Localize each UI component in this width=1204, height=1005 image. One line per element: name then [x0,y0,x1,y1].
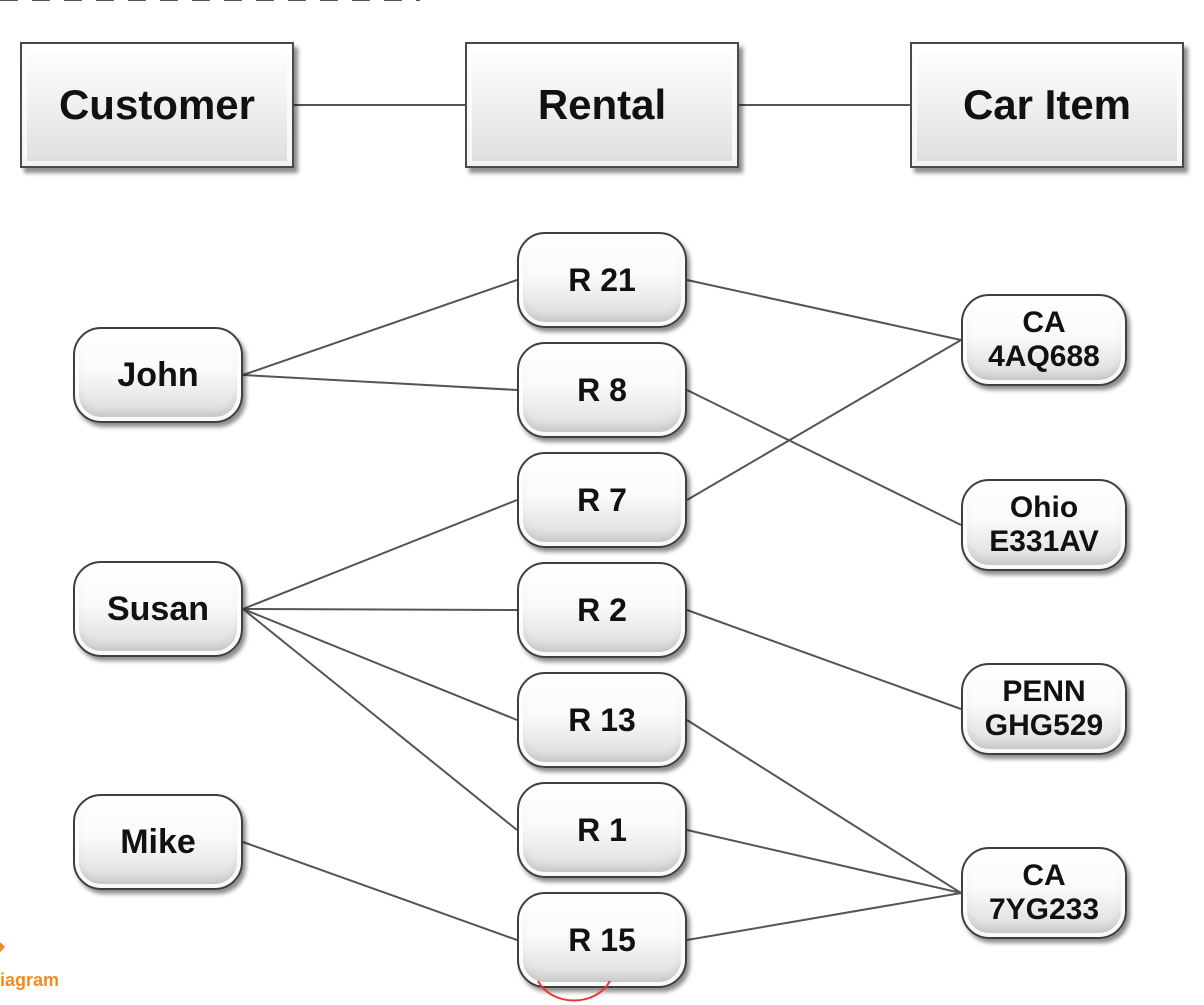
link-r1-ca7yg233 [686,829,962,894]
rental-node-r2: R 2 [517,562,687,658]
car-node-ca-7yg233: CA 7YG233 [961,847,1127,939]
entity-customer: Customer [20,42,294,168]
rental-label-r15: R 15 [568,921,636,958]
car-label-ca-4aq688: CA 4AQ688 [988,306,1100,374]
entity-rental: Rental [465,42,739,168]
car-line2-ohio-e331av: E331AV [989,525,1099,558]
rental-node-r15: R 15 [517,892,687,988]
link-john-r21 [242,279,518,376]
link-r13-ca7yg233 [686,719,962,894]
link-r8-ohioe331av [686,389,962,526]
link-r21-ca4aq688 [686,279,962,341]
link-r15-ca7yg233 [686,892,962,941]
rental-node-r21: R 21 [517,232,687,328]
link-susan-r2 [242,608,518,611]
brand-text: iagram [0,970,60,990]
customer-node-susan: Susan [73,561,243,657]
customer-label-mike: Mike [120,822,196,861]
car-line1-penn-ghg529: PENN [1002,675,1086,708]
car-label-ohio-e331av: Ohio E331AV [989,491,1099,559]
link-susan-r1 [242,608,518,831]
customer-node-mike: Mike [73,794,243,890]
link-susan-r13 [242,608,518,721]
rental-label-r8: R 8 [577,371,627,408]
rental-node-r1: R 1 [517,782,687,878]
brand-diamond-icon [0,939,6,955]
entity-car-item: Car Item [910,42,1184,168]
link-susan-r7 [242,499,518,610]
car-line2-ca-7yg233: 7YG233 [988,893,1100,926]
link-r2-penngh529 [686,609,962,710]
car-label-ca-7yg233: CA 7YG233 [989,859,1099,927]
car-node-ca-4aq688: CA 4AQ688 [961,294,1127,386]
selection-arc-icon [537,980,611,1002]
rental-label-r2: R 2 [577,591,627,628]
rental-label-r21: R 21 [568,261,636,298]
car-line1-ca-7yg233: CA [1022,859,1066,892]
customer-node-john: John [73,327,243,423]
link-mike-r15 [242,841,518,941]
rental-node-r13: R 13 [517,672,687,768]
rental-node-r7: R 7 [517,452,687,548]
rental-label-r13: R 13 [568,701,636,738]
car-label-penn-ghg529: PENN GHG529 [985,675,1103,743]
rental-node-r8: R 8 [517,342,687,438]
customer-label-john: John [117,355,199,394]
car-line1-ca-4aq688: CA [1022,306,1066,339]
car-line2-penn-ghg529: GHG529 [984,709,1104,742]
link-john-r8 [242,374,518,391]
entity-rental-label: Rental [537,81,667,128]
car-node-penn-ghg529: PENN GHG529 [961,663,1127,755]
car-line2-ca-4aq688: 4AQ688 [988,340,1100,373]
brand-logo: iagram [0,939,78,999]
top-text-fragment [0,0,420,1]
rental-label-r7: R 7 [577,481,627,518]
link-r7-ca4aq688 [686,339,962,501]
rental-label-r1: R 1 [577,811,627,848]
car-node-ohio-e331av: Ohio E331AV [961,479,1127,571]
car-line1-ohio-e331av: Ohio [1009,491,1079,524]
entity-car-item-label: Car Item [962,81,1132,128]
customer-label-susan: Susan [106,589,210,628]
entity-customer-label: Customer [58,81,256,128]
